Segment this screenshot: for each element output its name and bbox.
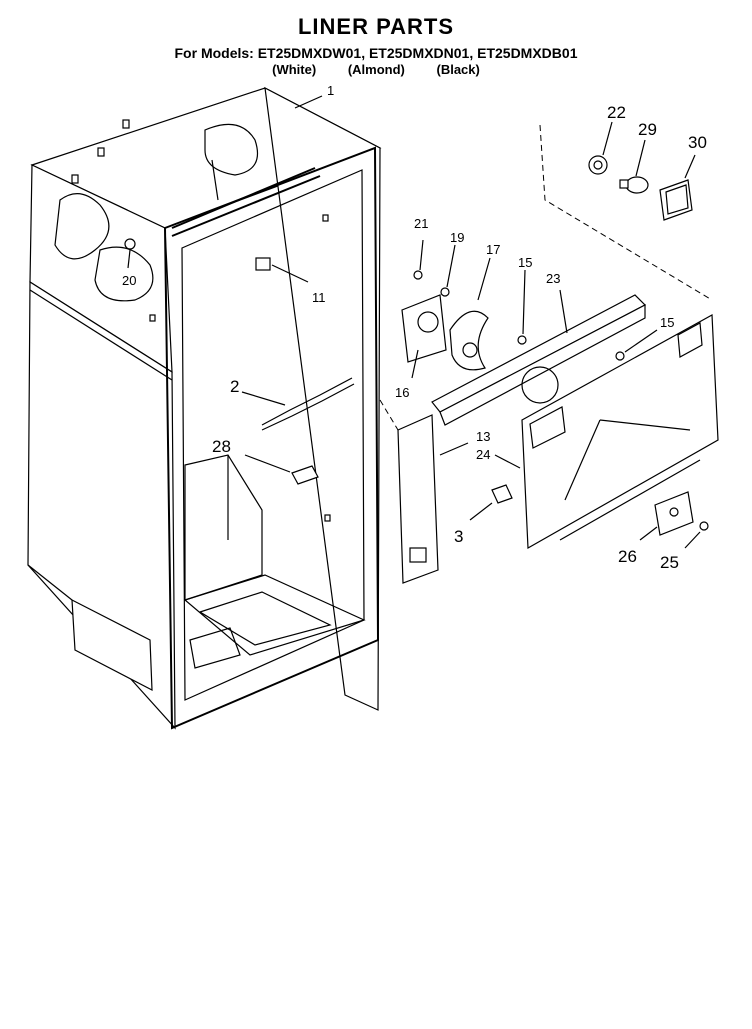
fan-motor-assembly (401, 239, 491, 379)
color-almond: (Almond) (347, 62, 405, 77)
callout-2: 2 (230, 377, 239, 396)
callout-15b: 15 (660, 315, 674, 330)
callout-13: 13 (476, 429, 490, 444)
leader-1 (294, 95, 323, 109)
part-20-screw (124, 238, 136, 269)
callout-23: 23 (546, 271, 560, 286)
callout-15a: 15 (518, 255, 532, 270)
part-13-panel (379, 399, 469, 584)
part-24-cover (494, 124, 719, 550)
callout-26: 26 (618, 547, 637, 566)
part-25-screw (684, 521, 709, 549)
callout-24: 24 (476, 447, 490, 462)
callout-16: 16 (395, 385, 409, 400)
color-list: (White) (Almond) (Black) (0, 62, 752, 77)
part-29-bulb (619, 139, 649, 194)
callout-29: 29 (638, 120, 657, 139)
callout-21: 21 (414, 216, 428, 231)
callout-20: 20 (122, 273, 136, 288)
model-list: For Models: ET25DMXDW01, ET25DMXDN01, ET… (174, 45, 578, 61)
part-15-screws (517, 269, 658, 361)
callout-25: 25 (660, 553, 679, 572)
callout-28: 28 (212, 437, 231, 456)
part-30-cover (659, 154, 696, 221)
part-3-screw (469, 484, 513, 521)
callout-3: 3 (454, 527, 463, 546)
part-26-plate (639, 491, 694, 541)
part-28-connector (244, 454, 319, 485)
liner-cabinet (27, 86, 382, 730)
part-11-clip (255, 257, 309, 283)
callout-17: 17 (486, 242, 500, 257)
part-22-socket (588, 121, 613, 175)
callout-11: 11 (312, 290, 326, 305)
color-black: (Black) (436, 62, 480, 77)
callout-1: 1 (327, 83, 334, 98)
callout-19: 19 (450, 230, 464, 245)
page-title: LINER PARTS (297, 14, 455, 39)
part-23-rail (431, 289, 647, 426)
color-white: (White) (272, 62, 317, 77)
callout-22: 22 (607, 103, 626, 122)
callout-labels: 1 2 3 11 13 15 15 16 17 19 20 21 22 23 2… (122, 83, 707, 572)
callout-30: 30 (688, 133, 707, 152)
part-2-harness (241, 377, 355, 431)
